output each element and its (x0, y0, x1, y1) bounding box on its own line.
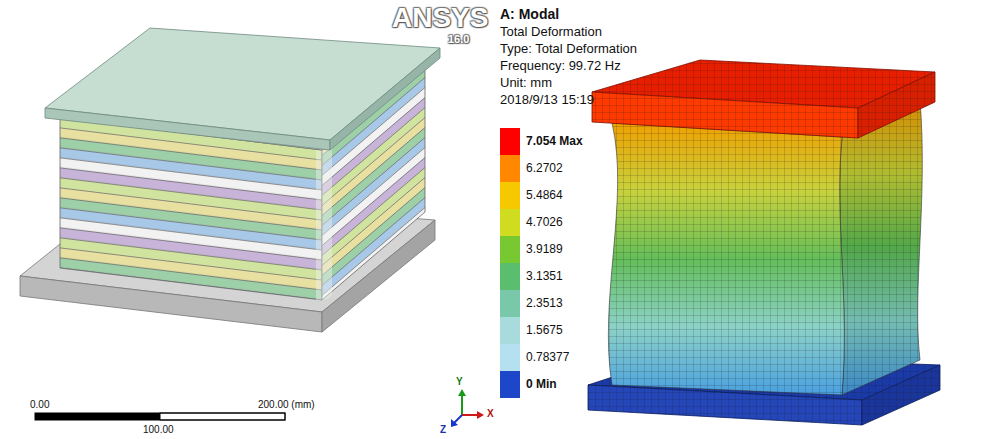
mesh-body (840, 100, 923, 395)
axis-label: Y (456, 376, 463, 388)
legend-swatch (500, 155, 520, 182)
legend-swatch (500, 182, 520, 209)
legend-swatch (500, 128, 520, 155)
legend-value: 3.1351 (526, 270, 563, 284)
unit-note: Unit: mm (500, 76, 552, 91)
axis-y (461, 393, 463, 415)
legend-value: 0 Min (526, 378, 557, 392)
legend-value: 6.2702 (526, 162, 563, 176)
rubber-layers (60, 118, 322, 300)
legend-swatch (500, 290, 520, 317)
version-number: 16.0 (448, 33, 469, 46)
axis-label: Z (440, 424, 446, 436)
legend-swatch (500, 371, 520, 398)
scale-bar (35, 413, 285, 420)
legend-swatch (500, 236, 520, 263)
rounded-edge (316, 145, 332, 300)
date-note: 2018/9/13 15:19 (500, 93, 594, 108)
mesh-grid (608, 123, 844, 395)
axis-x (477, 411, 484, 419)
axis-y (458, 389, 466, 396)
scale-bar (35, 413, 160, 420)
frequency-note: Frequency: 99.72 Hz (500, 59, 621, 74)
legend-value: 1.5675 (526, 324, 563, 338)
legend-swatch (500, 263, 520, 290)
mesh-grid (592, 92, 858, 138)
analysis-title: A: Modal (500, 6, 559, 22)
axis-z (451, 419, 458, 427)
legend-value: 7.054 Max (526, 135, 583, 149)
scale-bar (160, 413, 285, 420)
legend-value: 0.78377 (526, 351, 569, 365)
scale-label: 100.00 (143, 424, 174, 436)
scale-label: 0.00 (30, 399, 49, 411)
mesh-grid (858, 72, 935, 138)
legend-swatch (500, 209, 520, 236)
scale-label: 200.00 (mm) (258, 399, 315, 411)
legend-swatch (500, 344, 520, 371)
result-name: Total Deformation (500, 25, 602, 40)
mesh-grid (840, 100, 923, 395)
legend-value: 2.3513 (526, 297, 563, 311)
legend-swatch (500, 317, 520, 344)
top-plate (330, 48, 440, 150)
mesh-top-plate (858, 72, 935, 138)
legend-value: 5.4864 (526, 189, 563, 203)
mesh-top-plate (592, 92, 858, 138)
top-plate (45, 108, 330, 150)
legend-value: 4.7026 (526, 216, 563, 230)
axis-label: X (487, 408, 494, 420)
result-type: Type: Total Deformation (500, 42, 637, 57)
software-logo: ANSYS (392, 2, 488, 34)
mesh-body (608, 123, 844, 395)
legend-value: 3.9189 (526, 243, 563, 257)
